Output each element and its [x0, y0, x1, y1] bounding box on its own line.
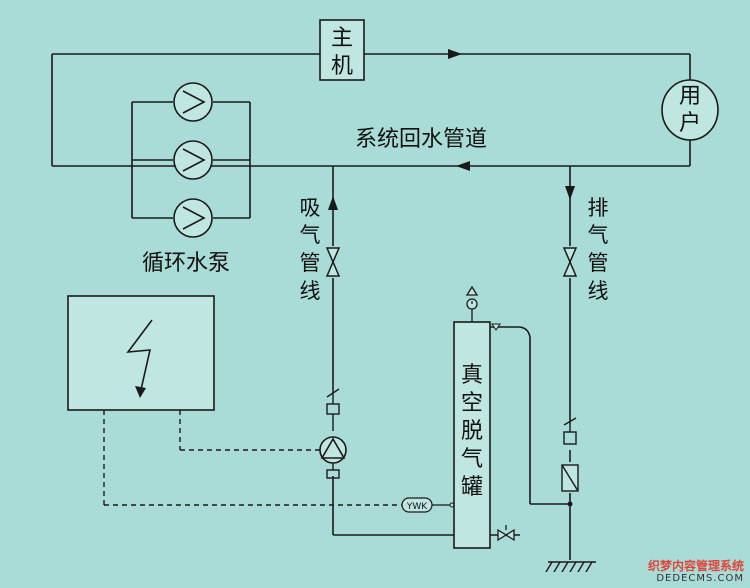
check-valve-icon: [563, 417, 577, 445]
tank-label: 罐: [461, 475, 483, 500]
pressure-switch-label: YWK: [406, 502, 428, 512]
user-circle: [661, 79, 719, 141]
valve-icon: [325, 247, 341, 277]
flow-arrow-icon: [456, 161, 470, 171]
ground-icon: [545, 561, 596, 573]
suction-line-label: 气: [300, 223, 321, 247]
exhaust-line-label: 线: [588, 279, 609, 303]
drain-valve-icon: [497, 525, 515, 542]
watermark-title: 织梦内容管理系统: [647, 558, 744, 573]
main-loop: [51, 53, 691, 167]
tank-label: 脱: [461, 419, 483, 444]
tank-label: 气: [461, 447, 483, 472]
suction-line-label: 管: [300, 251, 321, 275]
flow-arrow-icon: [448, 49, 462, 59]
suction-line-label: 吸: [300, 196, 321, 220]
host-label: 主: [331, 26, 353, 51]
watermark: 织梦内容管理系统 DEDECMS.COM: [647, 558, 744, 584]
electric-arrow-icon: [135, 386, 146, 398]
return-pipe-label: 系统回水管道: [355, 127, 487, 152]
vacuum-pump-icon: [319, 436, 347, 464]
exhaust-line-label: 排: [588, 196, 609, 220]
control-wiring: [103, 410, 402, 506]
exhaust-line-label: 管: [588, 251, 609, 275]
arrow-icon: [328, 196, 338, 210]
pump-bank: [131, 101, 251, 219]
pump-icon: [173, 140, 213, 180]
user-label: 用: [679, 84, 701, 109]
pump-icon: [173, 82, 213, 122]
suction-line: [332, 166, 454, 536]
tank-label: 真: [461, 363, 483, 388]
pump-base-icon: [326, 463, 340, 479]
vent-gauge-icon: [465, 285, 479, 322]
inlet-nozzle-icon: [491, 323, 501, 331]
tank-inlet-line: [490, 326, 570, 505]
circulation-pumps-label: 循环水泵: [142, 251, 230, 276]
tank-label: 空: [461, 391, 483, 416]
electric-icon: [126, 319, 153, 395]
exhaust-line-label: 气: [588, 223, 609, 247]
check-valve-icon: [326, 388, 340, 431]
degassing-tank: [453, 321, 491, 549]
host-box: [319, 19, 365, 81]
user-label: 户: [679, 111, 701, 136]
filter-icon: [561, 464, 579, 492]
suction-line-label: 线: [300, 279, 321, 303]
host-label: 机: [331, 54, 353, 79]
valve-icon: [562, 247, 578, 277]
pump-icon: [173, 198, 213, 238]
watermark-url: DEDECMS.COM: [656, 573, 744, 584]
arrow-icon: [565, 186, 575, 200]
